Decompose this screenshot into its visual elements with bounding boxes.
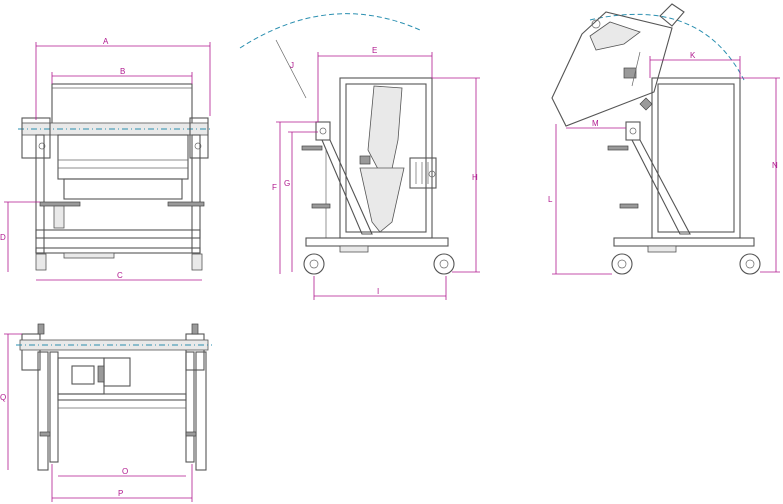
dim-label-k: K <box>690 51 696 60</box>
dim-label-l: L <box>548 195 553 204</box>
dim-label-q: Q <box>0 393 6 402</box>
front-view <box>18 83 212 271</box>
dim-label-n: N <box>772 161 778 170</box>
dim-label-i: I <box>377 287 379 296</box>
dim-label-o: O <box>122 467 128 476</box>
dim-label-m: M <box>592 119 599 128</box>
dim-label-a: A <box>103 37 109 46</box>
dim-label-g: G <box>284 179 290 188</box>
dim-label-f: F <box>272 183 277 192</box>
dimensions: A B C D E F G H I J <box>0 37 780 502</box>
dim-label-j: J <box>290 61 294 70</box>
tilted-view <box>551 3 761 275</box>
side-view <box>239 13 455 275</box>
dim-label-h: H <box>472 173 478 182</box>
top-view <box>16 323 212 471</box>
dim-label-e: E <box>372 46 377 55</box>
dim-label-d: D <box>0 233 6 242</box>
dim-label-c: C <box>117 271 123 280</box>
dim-label-b: B <box>120 67 125 76</box>
dim-label-p: P <box>118 489 123 498</box>
